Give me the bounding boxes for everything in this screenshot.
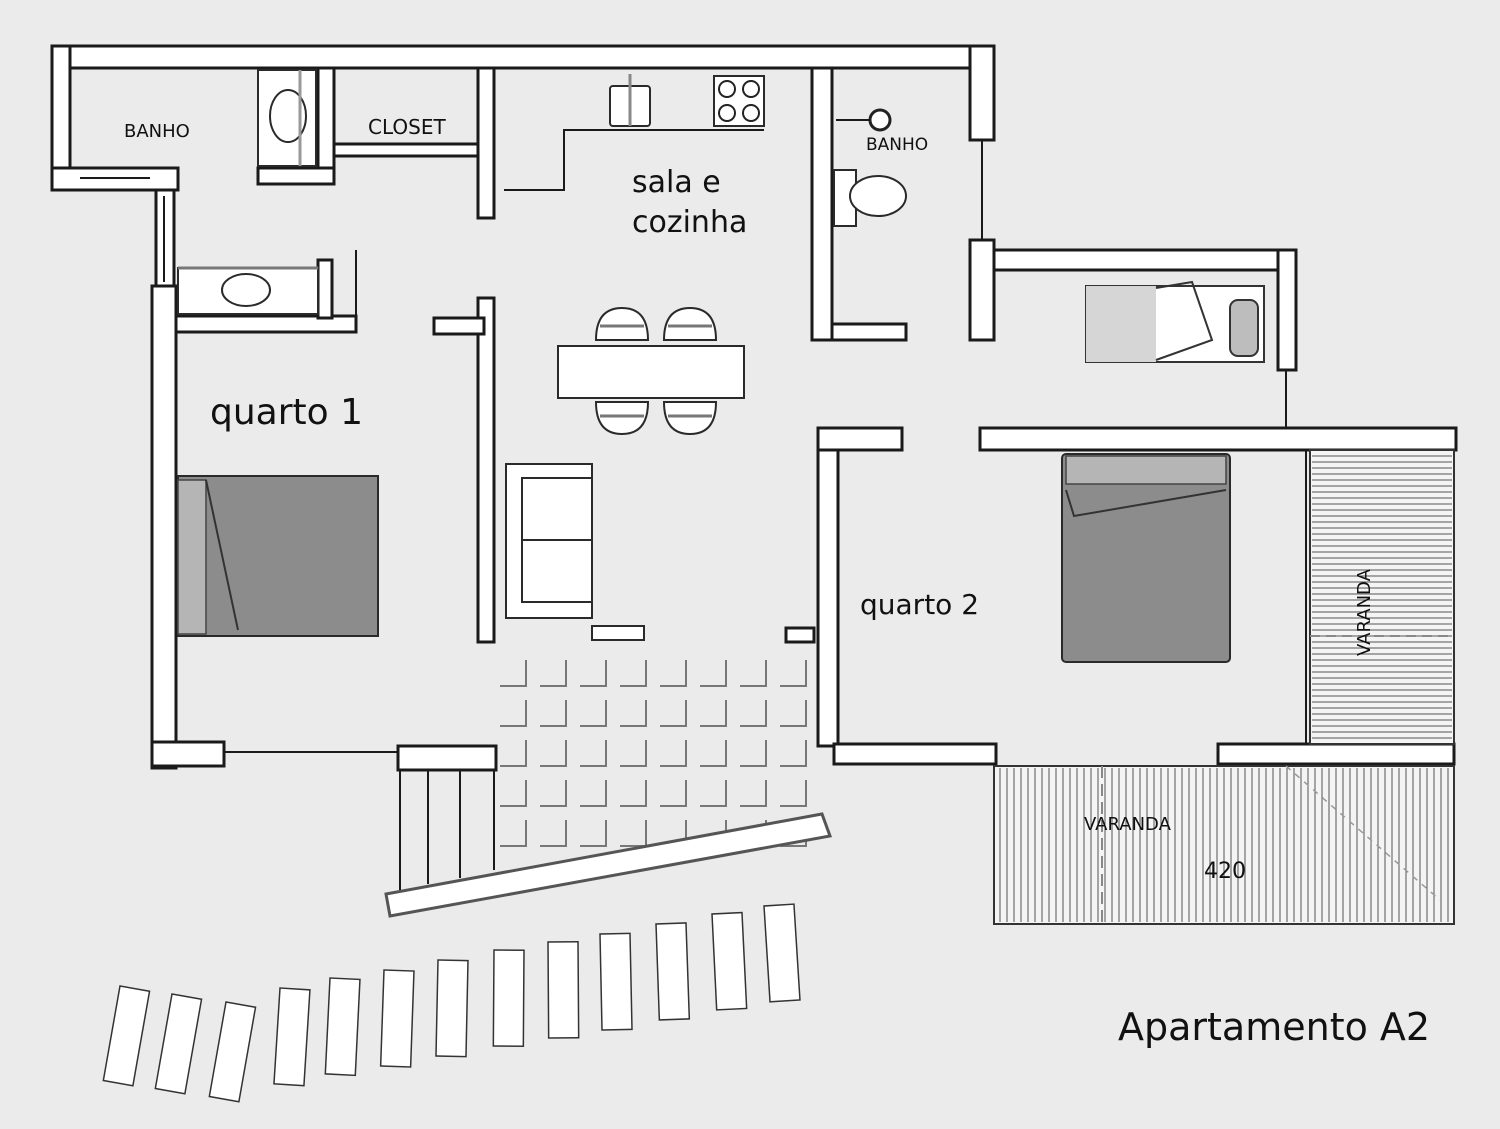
label-cozinha: cozinha xyxy=(632,205,747,240)
bath-2-fixtures xyxy=(833,108,907,227)
stepping-stone xyxy=(655,922,691,1021)
toilet-icon xyxy=(269,89,307,143)
stepping-stone xyxy=(763,903,801,1003)
chair-icon xyxy=(594,401,650,436)
stepping-stone xyxy=(492,949,525,1047)
stepping-stone xyxy=(711,911,748,1011)
stepping-stone xyxy=(273,987,311,1087)
label-banho-2: BANHO xyxy=(866,135,928,155)
stepping-stone xyxy=(324,977,361,1077)
sofa xyxy=(505,463,645,641)
stepping-stone xyxy=(154,993,203,1095)
dining-table xyxy=(557,306,745,436)
label-varanda-bottom: VARANDA xyxy=(1084,814,1172,835)
entry-tiles xyxy=(500,660,807,847)
stepping-stone xyxy=(435,959,469,1058)
kitchen-fixtures xyxy=(609,74,765,127)
bed-quarto-2 xyxy=(1061,453,1231,663)
stepping-stone xyxy=(547,941,580,1039)
stepping-stone xyxy=(379,969,415,1068)
varanda-right xyxy=(1309,449,1455,745)
stepping-stone xyxy=(599,932,633,1031)
entry-steps xyxy=(399,770,495,890)
stove-icon xyxy=(713,75,765,127)
label-sala: sala e xyxy=(632,165,721,200)
label-varanda-right: VARANDA xyxy=(1354,568,1375,656)
entry-slab xyxy=(384,812,833,918)
stepping-stones xyxy=(102,903,801,1103)
stepping-stone xyxy=(102,985,151,1087)
bed-small xyxy=(1085,280,1265,363)
sink-icon xyxy=(221,273,271,307)
label-quarto-1: quarto 1 xyxy=(210,392,363,433)
label-banho-1: BANHO xyxy=(124,121,190,142)
varanda-bottom xyxy=(993,765,1455,925)
toilet-icon xyxy=(849,175,907,217)
shower-icon xyxy=(868,108,892,132)
chair-icon xyxy=(594,306,650,341)
label-quarto-2: quarto 2 xyxy=(860,588,979,621)
chair-icon xyxy=(662,401,718,436)
stepping-stone xyxy=(208,1001,257,1103)
plan-title: Apartamento A2 xyxy=(1118,1005,1430,1049)
chair-icon xyxy=(662,306,718,341)
walls xyxy=(50,44,1458,840)
dimension-label: 420 xyxy=(1204,859,1246,884)
bath-1-fixtures xyxy=(80,69,357,318)
bed-quarto-1 xyxy=(177,475,379,637)
label-closet: CLOSET xyxy=(368,115,446,139)
